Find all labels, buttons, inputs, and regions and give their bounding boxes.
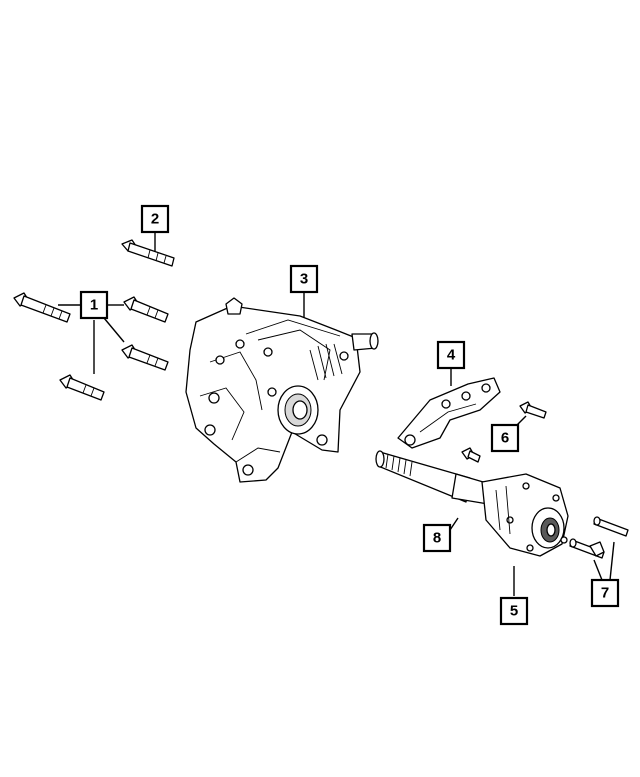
bracket <box>397 377 501 449</box>
stud-bolts-7 <box>569 516 629 559</box>
bolt-group-1 <box>13 292 169 401</box>
callout-6: 6 <box>490 423 520 453</box>
svg-text:5: 5 <box>510 603 518 620</box>
intermediate-shaft-housing <box>481 473 569 557</box>
svg-text:6: 6 <box>501 430 509 447</box>
callout-4: 4 <box>436 340 466 370</box>
bolt-6 <box>461 401 547 463</box>
intermediate-shaft <box>375 450 491 505</box>
svg-text:2: 2 <box>151 211 159 228</box>
callout-8: 8 <box>422 523 452 553</box>
svg-text:7: 7 <box>601 585 609 602</box>
bolt-2 <box>121 239 175 267</box>
callout-1: 1 <box>79 290 109 320</box>
callout-2: 2 <box>140 204 170 234</box>
power-transfer-unit <box>185 297 379 483</box>
leader-lines <box>58 232 615 596</box>
callout-5: 5 <box>499 596 529 626</box>
svg-text:3: 3 <box>300 271 308 288</box>
callout-7: 7 <box>590 578 620 608</box>
svg-text:4: 4 <box>447 347 456 364</box>
callout-3: 3 <box>289 264 319 294</box>
svg-text:8: 8 <box>433 530 441 547</box>
svg-text:1: 1 <box>90 297 98 314</box>
